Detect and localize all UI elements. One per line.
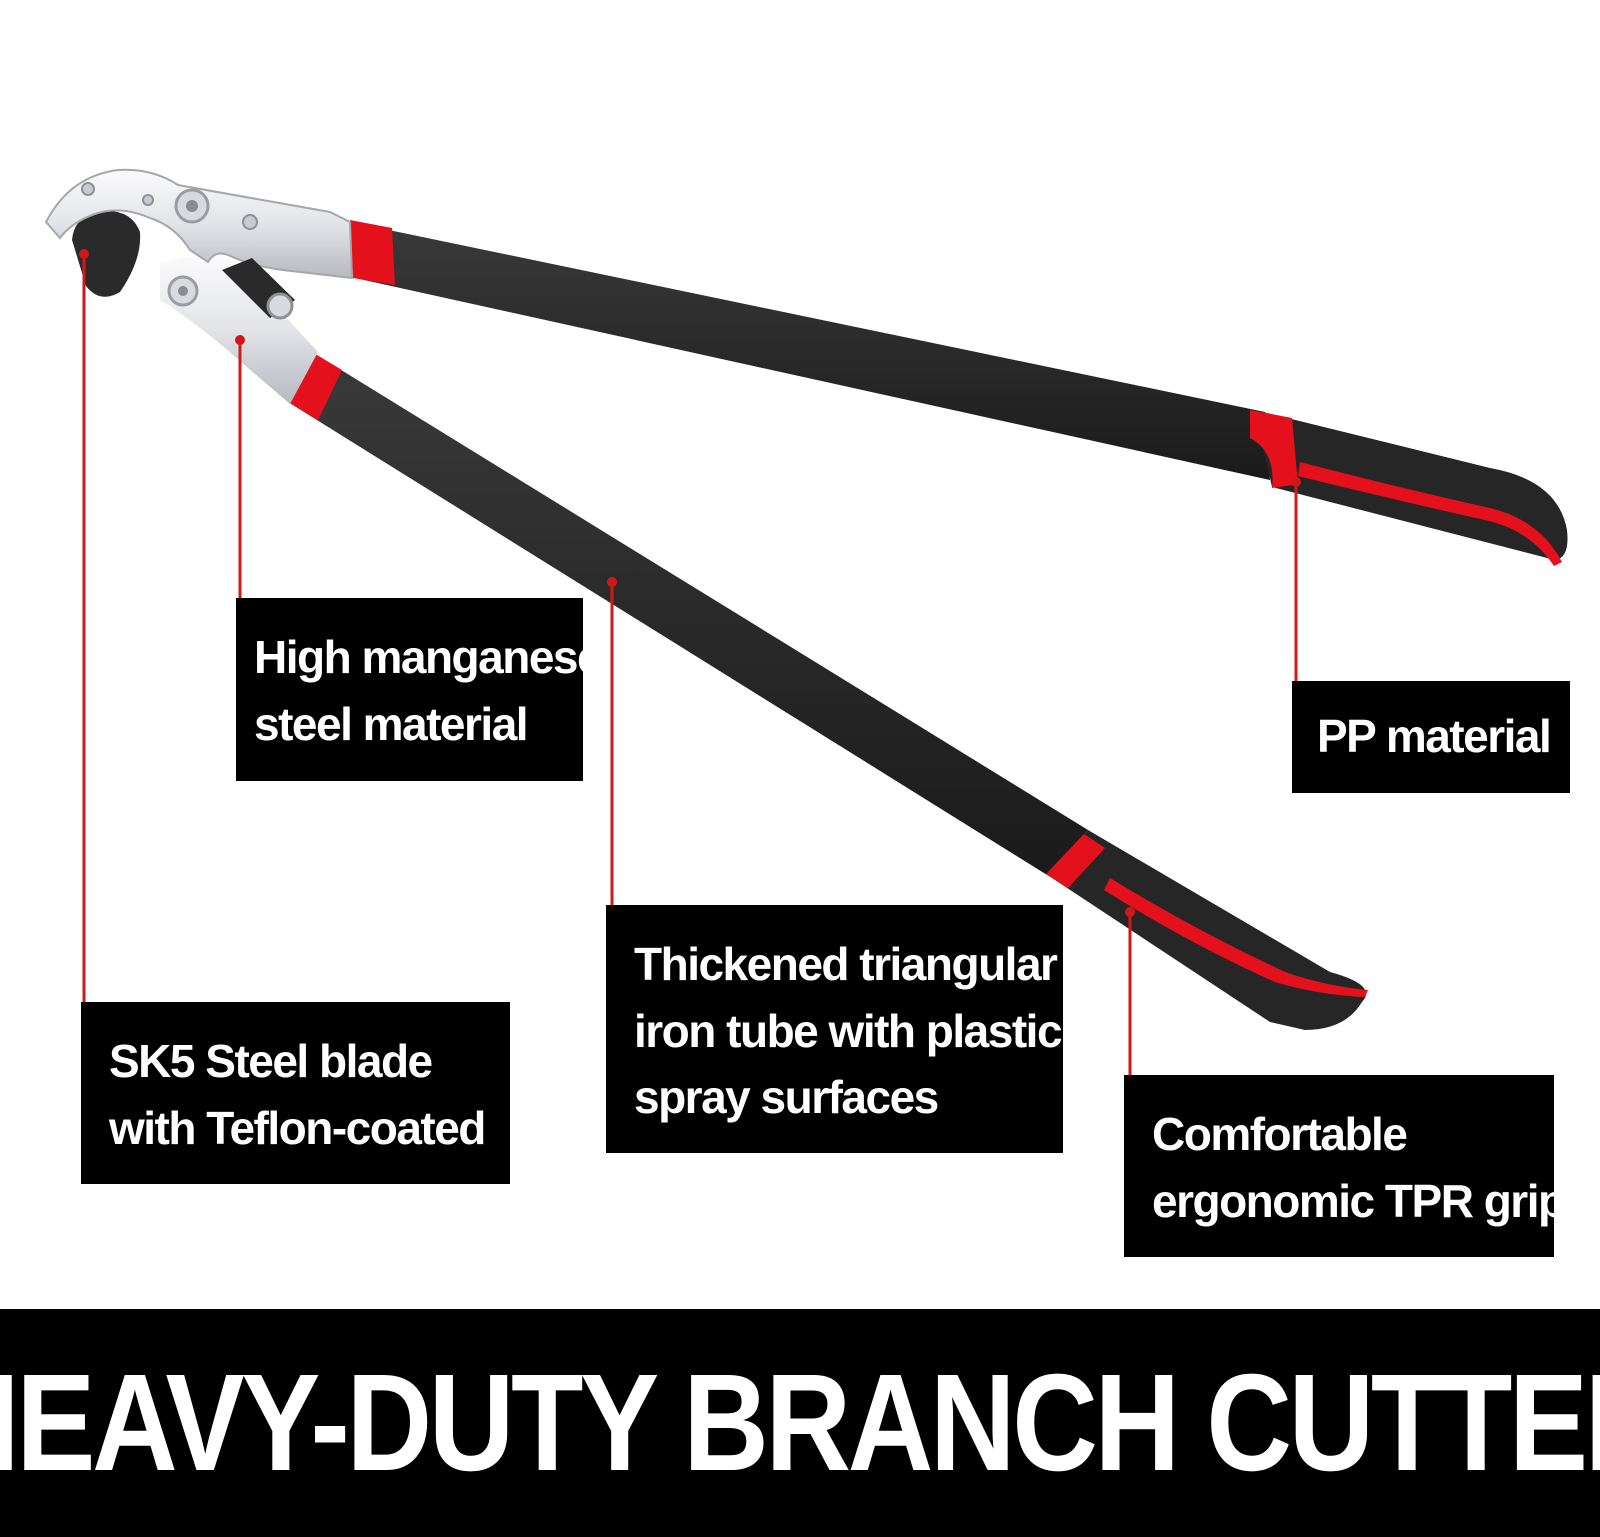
title-banner: HEAVY-DUTY BRANCH CUTTER — [0, 1309, 1600, 1537]
callout-tube-line-3: spray surfaces — [634, 1071, 939, 1124]
upper-grip — [1255, 410, 1568, 560]
callout-end-cap-line-1: PP material — [1317, 710, 1552, 762]
callout-grip-line-2: ergonomic TPR grip — [1152, 1174, 1566, 1227]
callout-tube-line-2: iron tube with plastic — [634, 1004, 1063, 1057]
upper-red-ring — [350, 220, 395, 285]
lower-red-ring — [288, 352, 342, 420]
leader-dot-end-cap — [1291, 477, 1301, 487]
upper-grip-collar — [1250, 410, 1298, 488]
callout-grip: Comfortable ergonomic TPR grip — [1124, 1075, 1566, 1257]
upper-jaw — [44, 168, 354, 320]
leader-dot-head — [235, 335, 245, 345]
callout-end-cap: PP material — [1292, 681, 1570, 793]
callout-blade-line-1: SK5 Steel blade — [109, 1035, 433, 1087]
lower-jaw — [72, 210, 318, 404]
callout-head-line-1: High manganese — [254, 631, 603, 683]
leader-lines — [79, 249, 1301, 1075]
lower-grip-collar — [1046, 834, 1105, 888]
upper-grip-red-stripe — [1298, 462, 1562, 566]
upper-tube — [350, 222, 1270, 480]
leader-dot-grip — [1125, 907, 1135, 917]
callout-head: High manganese steel material — [236, 598, 603, 781]
lower-handle — [288, 352, 1368, 1030]
callout-grip-line-1: Comfortable — [1152, 1108, 1408, 1160]
banner-title: HEAVY-DUTY BRANCH CUTTER — [0, 1345, 1600, 1500]
callout-tube: Thickened triangular iron tube with plas… — [606, 905, 1063, 1153]
leader-dot-tube — [607, 577, 617, 587]
callout-tube-line-1: Thickened triangular — [634, 938, 1058, 990]
upper-handle — [350, 220, 1568, 566]
lower-tube — [288, 352, 1088, 878]
callout-head-line-2: steel material — [254, 697, 529, 750]
callout-blade: SK5 Steel blade with Teflon-coated — [81, 1002, 510, 1184]
leader-dot-blade — [79, 249, 89, 259]
lower-grip — [1052, 830, 1366, 1030]
callout-blade-line-2: with Teflon-coated — [109, 1101, 486, 1154]
